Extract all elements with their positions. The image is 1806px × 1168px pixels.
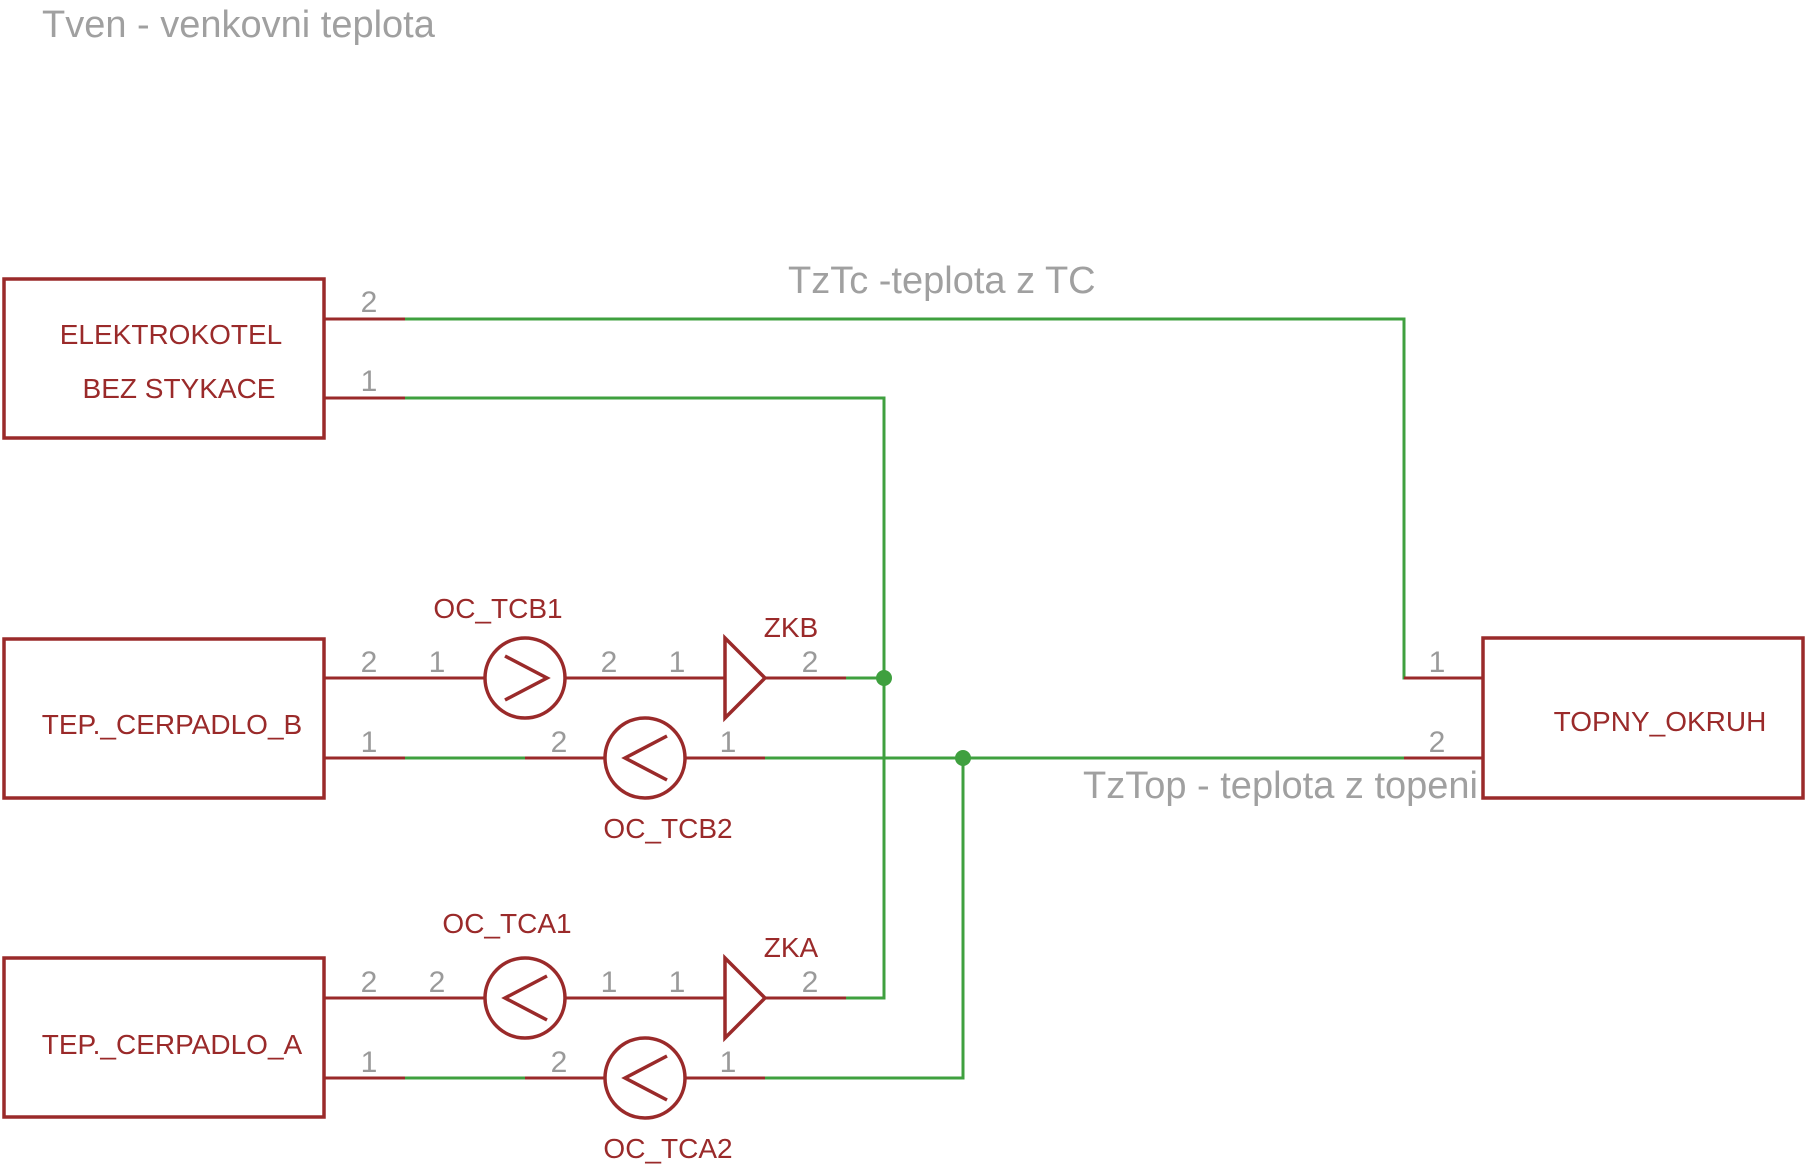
cerpadlo-b-label: TEP._CERPADLO_B	[42, 709, 302, 740]
topny-okruh-label: TOPNY_OKRUH	[1554, 706, 1767, 737]
part-elektrokotel[interactable]: ELEKTROKOTEL BEZ STYKACE 2 1	[2, 277, 405, 440]
part-zkb[interactable]: ZKB 1 2	[669, 612, 846, 723]
cerpadlo-b-pin-1: 1	[361, 726, 378, 759]
oc-tcb2-circle	[603, 716, 687, 800]
oc-tca1-circle	[483, 956, 567, 1040]
part-oc-tcb2[interactable]: OC_TCB2 2 1	[525, 716, 765, 844]
elektrokotel-pin-1: 1	[361, 365, 378, 398]
oc-tca2-pin-right: 1	[720, 1046, 737, 1079]
elektrokotel-body	[2, 277, 326, 440]
topny-okruh-pin-2: 2	[1429, 726, 1446, 759]
cerpadlo-a-pin-2: 2	[361, 966, 378, 999]
part-cerpadlo-b[interactable]: TEP._CERPADLO_B 2 1	[2, 637, 405, 800]
net-label-tztc: TzTc -teplota z TC	[788, 260, 1096, 302]
net-label-tztop: TzTop - teplota z topeni	[1083, 765, 1478, 807]
zkb-pin-left: 1	[669, 646, 686, 679]
elektrokotel-label-2: BEZ STYKACE	[83, 373, 276, 404]
lt-icon	[501, 974, 548, 1022]
zka-pin-right: 2	[802, 966, 819, 999]
topny-okruh-pin-1: 1	[1429, 646, 1446, 679]
cerpadlo-b-pin-2: 2	[361, 646, 378, 679]
junction-tztop	[955, 750, 971, 766]
wire-tztc	[403, 317, 1482, 680]
part-cerpadlo-a[interactable]: TEP._CERPADLO_A 2 1	[2, 956, 405, 1119]
oc-tca2-label: OC_TCA2	[603, 1133, 732, 1164]
part-topny-okruh[interactable]: TOPNY_OKRUH 1 2	[1404, 636, 1805, 800]
cerpadlo-b-body	[2, 637, 326, 800]
oc-tca2-pin-left: 2	[551, 1046, 568, 1079]
oc-tcb1-pin-left: 1	[429, 646, 446, 679]
zkb-label: ZKB	[764, 612, 818, 643]
junction-zkb	[876, 670, 892, 686]
zka-label: ZKA	[764, 932, 819, 963]
part-zka[interactable]: ZKA 1 2	[669, 932, 846, 1043]
valve-triangle-icon	[723, 633, 768, 723]
cerpadlo-a-pin-1: 1	[361, 1046, 378, 1079]
oc-tcb1-circle	[483, 636, 567, 720]
cerpadlo-a-body	[2, 956, 326, 1119]
oc-tcb1-label: OC_TCB1	[433, 593, 562, 624]
gt-icon	[504, 654, 551, 702]
oc-tcb2-pin-right: 1	[720, 726, 737, 759]
part-oc-tca1[interactable]: OC_TCA1 2 1	[405, 908, 725, 1040]
wire-elektrokotel-pin1	[403, 396, 886, 1000]
wire-tca2-return	[765, 758, 965, 1080]
oc-tcb2-label: OC_TCB2	[603, 813, 732, 844]
elektrokotel-label-1: ELEKTROKOTEL	[60, 319, 283, 350]
oc-tcb1-pin-right: 2	[601, 646, 618, 679]
zkb-pin-right: 2	[802, 646, 819, 679]
cerpadlo-a-label: TEP._CERPADLO_A	[42, 1029, 303, 1060]
wires	[403, 317, 1482, 1080]
oc-tca1-pin-left: 2	[429, 966, 446, 999]
oc-tca1-pin-right: 1	[601, 966, 618, 999]
net-label-tven: Tven - venkovni teplota	[42, 4, 436, 46]
elektrokotel-pin-2: 2	[361, 286, 378, 319]
lt-icon	[621, 734, 668, 782]
part-oc-tca2[interactable]: OC_TCA2 2 1	[525, 1036, 765, 1164]
oc-tca1-label: OC_TCA1	[442, 908, 571, 939]
part-oc-tcb1[interactable]: OC_TCB1 1 2	[405, 593, 725, 720]
valve-triangle-icon	[723, 953, 768, 1043]
topny-okruh-body	[1481, 636, 1805, 800]
zka-pin-left: 1	[669, 966, 686, 999]
oc-tcb2-pin-left: 2	[551, 726, 568, 759]
lt-icon	[621, 1054, 668, 1102]
oc-tca2-circle	[603, 1036, 687, 1120]
